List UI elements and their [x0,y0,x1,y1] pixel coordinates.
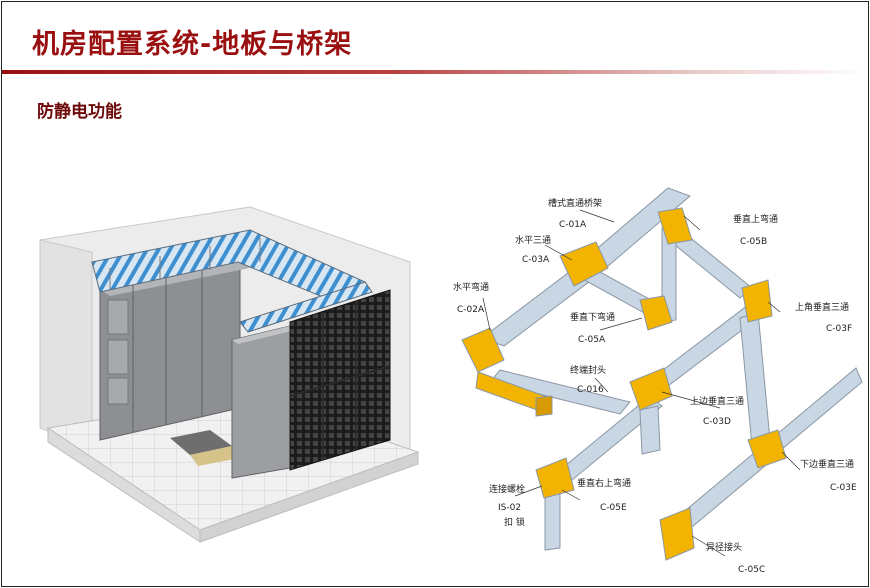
label-c03e-code: C-03E [830,483,857,493]
label-c03d-name: 上边垂直三通 [690,395,744,407]
label-c02a-name: 水平弯通 [453,281,489,293]
label-c01a-code: C-01A [559,220,587,230]
server-room-illustration [39,206,420,543]
label-c02a-code: C-02A [457,305,485,315]
label-c05e-code: C-05E [600,503,627,513]
label-c01a-name: 槽式直通桥架 [548,197,602,209]
label-c03e-name: 下边垂直三通 [800,458,854,470]
label-is02-name: 连接螺栓 [489,483,525,495]
label-c05b-code: C-05B [740,237,767,247]
server-cabinet-front [231,325,291,479]
label-lock: 扣 锁 [504,516,525,528]
open-floor-tile [170,430,232,455]
label-c016-name: 终端封头 [570,364,606,376]
label-c05c-name: 异径接头 [706,541,742,553]
label-c05e-name: 垂直右上弯通 [577,477,631,489]
overhead-cable-tray [91,229,373,333]
label-c03a-name: 水平三通 [515,234,551,246]
label-c05b-name: 垂直上弯通 [733,213,778,225]
slide-title: 机房配置系统-地板与桥架 [32,29,353,60]
cable-tray-components [461,187,863,561]
label-c016-code: C-016 [577,385,604,395]
tray-joint [559,241,609,287]
title-divider [2,70,868,74]
label-c05a-code: C-05A [578,335,606,345]
label-c03f-name: 上角垂直三通 [795,301,849,313]
label-is02-code: IS-02 [498,503,521,513]
component-labels: 槽式直通桥架 C-01A 水平三通 C-03A 水平弯通 C-02A 垂直下弯通… [453,197,857,575]
leader-lines [482,209,801,557]
label-c05a-name: 垂直下弯通 [570,311,615,323]
room-left-wall [39,239,93,449]
label-c03a-code: C-03A [522,255,550,265]
label-c03f-code: C-03F [826,324,852,334]
label-c03d-code: C-03D [703,417,731,427]
label-c05c-code: C-05C [738,565,765,575]
slide-subtitle: 防静电功能 [37,102,122,122]
